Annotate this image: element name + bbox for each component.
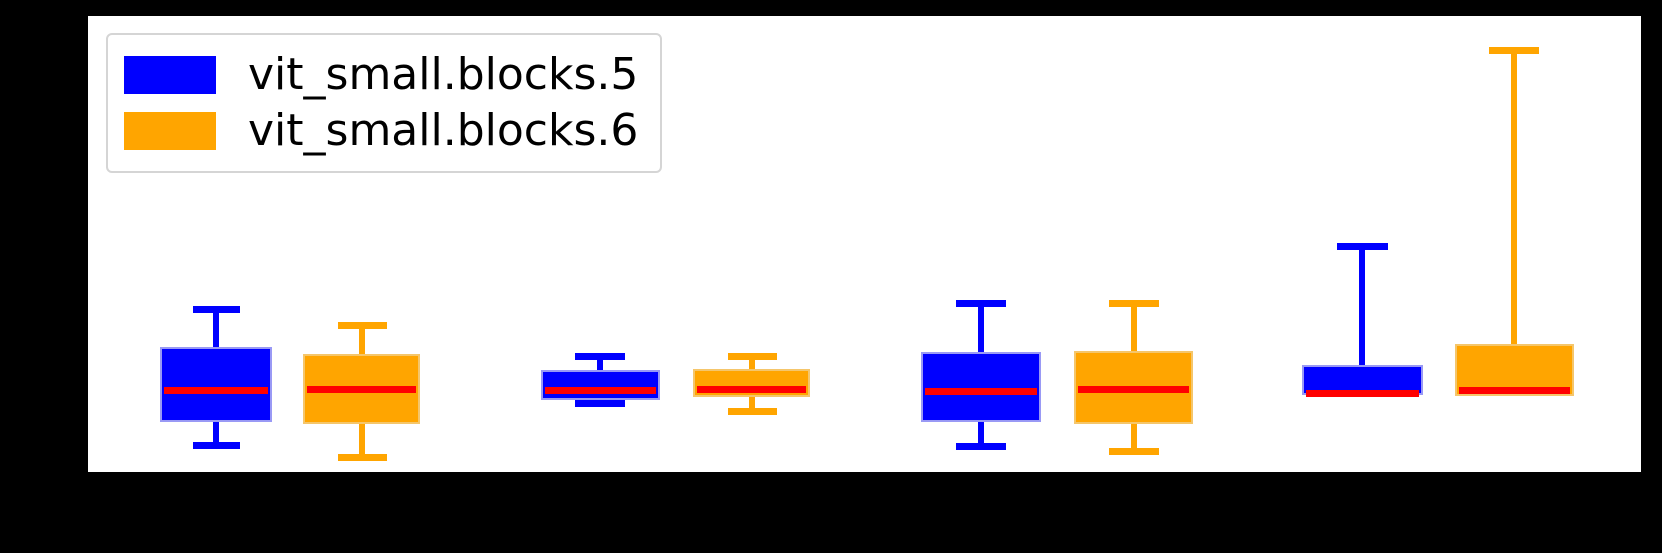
whisker-upper [213,306,219,347]
whisker-upper [749,353,755,369]
box-plot-layer [88,16,1641,472]
whisker-cap-upper [956,300,1006,307]
whisker-upper [1511,47,1517,344]
whisker-cap-lower [192,442,240,449]
median-line [545,387,656,394]
whisker-upper [978,300,984,352]
whisker-lower [749,397,755,415]
median-line [925,388,1037,395]
median-line [164,387,268,394]
median-line [307,386,416,393]
median-line [1306,390,1419,397]
whisker-cap-upper [337,322,387,329]
median-line [697,386,806,393]
whisker-cap-upper [192,306,240,313]
legend-swatch-blue [124,56,216,94]
legend-swatch-orange [124,112,216,150]
whisker-lower [359,424,365,461]
whisker-cap-upper [1489,47,1539,54]
whisker-cap-lower [337,454,387,461]
legend-entry[interactable]: vit_small.blocks.6 [124,103,638,159]
whisker-cap-lower [956,443,1006,450]
whisker-cap-upper [727,353,777,360]
whisker-upper [1359,243,1365,365]
median-line [1078,386,1189,393]
whisker-cap-lower [575,400,625,407]
legend-entry[interactable]: vit_small.blocks.5 [124,47,638,103]
whisker-lower [1131,424,1137,455]
median-line [1459,387,1570,394]
legend-label: vit_small.blocks.6 [248,105,639,156]
whisker-cap-upper [575,353,625,360]
whisker-cap-upper [1109,300,1159,307]
box-1-1 [160,347,272,422]
whisker-upper [359,322,365,354]
box-1-3 [921,352,1041,422]
whisker-upper [597,353,603,370]
box-1-2 [541,370,660,400]
whisker-lower [978,422,984,450]
legend: vit_small.blocks.5 vit_small.blocks.6 [106,33,663,173]
legend-label: vit_small.blocks.5 [248,49,639,100]
plot-area: vit_small.blocks.5 vit_small.blocks.6 [88,16,1641,472]
whisker-cap-upper [1336,243,1388,250]
whisker-upper [1131,300,1137,351]
whisker-lower [213,422,219,449]
whisker-cap-lower [727,408,777,415]
whisker-cap-lower [1109,448,1159,455]
